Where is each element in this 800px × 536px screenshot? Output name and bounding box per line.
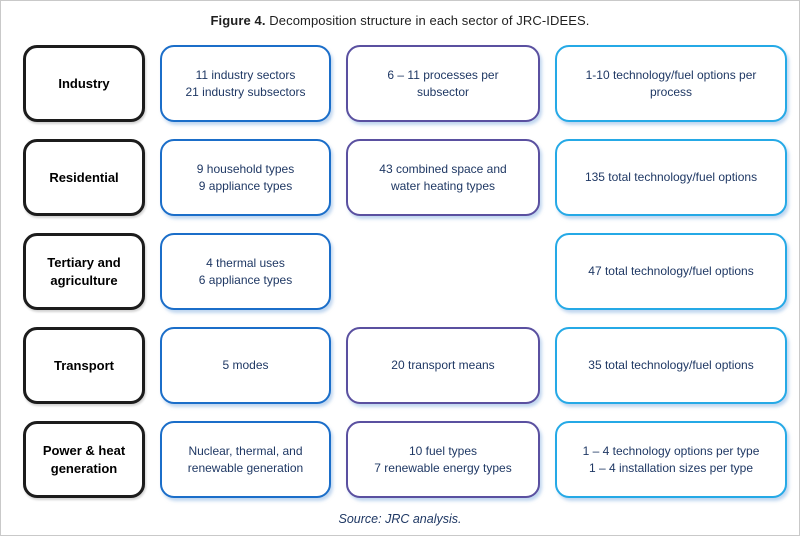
sector-label-box: Transport — [23, 327, 145, 404]
sector-label-box: Tertiary and agriculture — [23, 233, 145, 310]
level2-text: 10 fuel types 7 renewable energy types — [374, 443, 512, 475]
sector-label-box: Industry — [23, 45, 145, 122]
level1-box: Nuclear, thermal, and renewable generati… — [160, 421, 331, 498]
level3-text: 135 total technology/fuel options — [584, 170, 758, 184]
sector-row-residential: Residential 9 household types 9 applianc… — [23, 139, 799, 216]
level2-box: 43 combined space and water heating type… — [346, 139, 540, 216]
sector-label: Tertiary and agriculture — [47, 254, 121, 288]
source-note: Source: JRC analysis. — [338, 512, 462, 526]
level3-box: 47 total technology/fuel options — [555, 233, 787, 310]
level3-box: 1 – 4 technology options per type 1 – 4 … — [555, 421, 787, 498]
sector-label: Transport — [54, 357, 114, 373]
sector-row-transport: Transport 5 modes 20 transport means 35 … — [23, 327, 799, 404]
level2-box: 20 transport means — [346, 327, 540, 404]
figure-caption-number: Figure 4. — [210, 13, 266, 28]
level3-text: 35 total technology/fuel options — [588, 358, 754, 372]
level1-text: 11 industry sectors 21 industry subsecto… — [185, 67, 306, 99]
diagram: Industry 11 industry sectors 21 industry… — [23, 45, 799, 498]
level3-text: 1-10 technology/fuel options per process — [585, 67, 757, 99]
level1-box: 5 modes — [160, 327, 331, 404]
level3-text: 47 total technology/fuel options — [588, 264, 754, 278]
level1-text: 4 thermal uses 6 appliance types — [198, 255, 293, 287]
sector-row-power-heat: Power & heat generation Nuclear, thermal… — [23, 421, 799, 498]
level1-box: 4 thermal uses 6 appliance types — [160, 233, 331, 310]
level1-box: 9 household types 9 appliance types — [160, 139, 331, 216]
sector-label: Power & heat generation — [42, 442, 126, 476]
figure-caption: Figure 4. Decomposition structure in eac… — [1, 1, 799, 28]
sector-label: Industry — [58, 75, 110, 91]
level2-text: 20 transport means — [391, 358, 495, 372]
level3-box: 1-10 technology/fuel options per process — [555, 45, 787, 122]
figure-caption-text: Decomposition structure in each sector o… — [265, 13, 590, 28]
level2-box: 10 fuel types 7 renewable energy types — [346, 421, 540, 498]
level1-box: 11 industry sectors 21 industry subsecto… — [160, 45, 331, 122]
level3-box: 35 total technology/fuel options — [555, 327, 787, 404]
sector-label: Residential — [49, 169, 119, 185]
level1-text: Nuclear, thermal, and renewable generati… — [187, 443, 304, 475]
level2-text: 6 – 11 processes per subsector — [387, 67, 499, 99]
sector-label-box: Power & heat generation — [23, 421, 145, 498]
sector-row-tertiary-agriculture: Tertiary and agriculture 4 thermal uses … — [23, 233, 799, 310]
level2-text: 43 combined space and water heating type… — [379, 161, 507, 193]
level1-text: 9 household types 9 appliance types — [196, 161, 295, 193]
level2-box: 6 – 11 processes per subsector — [346, 45, 540, 122]
level3-text: 1 – 4 technology options per type 1 – 4 … — [582, 443, 760, 475]
sector-row-industry: Industry 11 industry sectors 21 industry… — [23, 45, 799, 122]
level3-box: 135 total technology/fuel options — [555, 139, 787, 216]
level1-text: 5 modes — [222, 358, 269, 372]
sector-label-box: Residential — [23, 139, 145, 216]
